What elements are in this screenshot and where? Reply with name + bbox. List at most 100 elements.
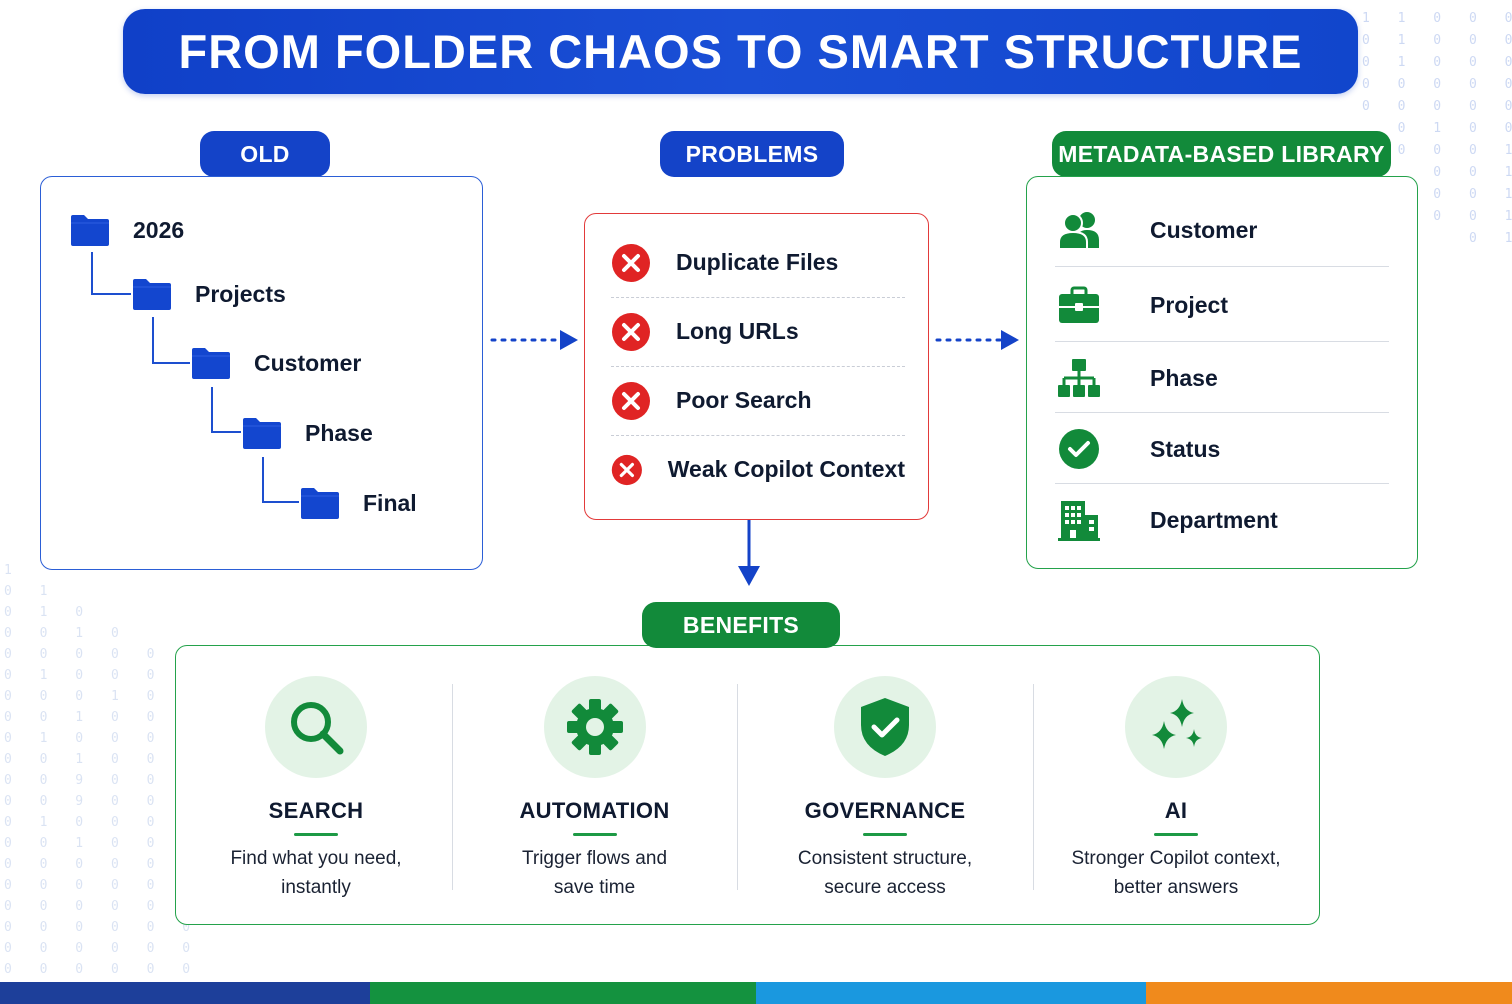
- benefit-item: SEARCH Find what you need, instantly: [176, 646, 456, 926]
- metadata-label: Customer: [1150, 216, 1258, 243]
- benefit-description: Find what you need, instantly: [230, 844, 401, 902]
- folder-icon: [71, 215, 109, 246]
- divider: [737, 684, 738, 890]
- benefit-desc-line: Consistent structure,: [797, 848, 973, 869]
- search-icon: [291, 702, 344, 755]
- tree-connector: [91, 252, 131, 295]
- metadata-library-panel: Customer Project Phase Status Department: [1026, 176, 1418, 569]
- dotted-arrow-right-icon: [935, 330, 1019, 350]
- metadata-item: Customer: [1057, 208, 1389, 252]
- benefits-label-text: BENEFITS: [682, 611, 800, 638]
- benefit-desc-line: secure access: [824, 877, 946, 898]
- tree-connector: [211, 387, 241, 433]
- folder-item: Final: [299, 486, 417, 520]
- benefit-desc-line: Find what you need,: [230, 848, 402, 869]
- tree-connector: [152, 317, 190, 364]
- problems-label-text: PROBLEMS: [685, 140, 819, 167]
- old-label: OLD: [200, 131, 330, 177]
- divider: [611, 435, 905, 436]
- benefit-underline: [1154, 833, 1198, 836]
- benefit-description: Trigger flows and save time: [522, 844, 667, 902]
- benefit-icon-circle: [1125, 676, 1227, 778]
- folder-item: Phase: [241, 416, 373, 450]
- arrow-down-icon: [738, 520, 760, 586]
- divider: [611, 297, 905, 298]
- divider: [1055, 483, 1389, 484]
- divider: [1033, 684, 1034, 890]
- benefit-description: Stronger Copilot context, better answers: [1071, 844, 1280, 902]
- page-title: FROM FOLDER CHAOS TO SMART STRUCTURE: [178, 25, 1303, 78]
- briefcase-icon: [1057, 283, 1101, 327]
- title-banner: FROM FOLDER CHAOS TO SMART STRUCTURE: [123, 9, 1358, 94]
- error-x-icon: [612, 243, 650, 282]
- divider: [1055, 266, 1389, 267]
- problems-panel: Duplicate Files Long URLs Poor Search We…: [584, 213, 929, 520]
- folder-icon: [192, 348, 230, 379]
- benefit-item: AUTOMATION Trigger flows and save time: [452, 646, 737, 926]
- shield-check-icon: [861, 698, 909, 756]
- metadata-item: Department: [1057, 498, 1389, 542]
- binary-pattern-decoration: 1 1 0 0 0 0 0 1 0 0 0 0 0 1 0 0 0 0 0 0 …: [1362, 11, 1512, 246]
- benefit-desc-line: save time: [553, 877, 636, 898]
- problem-label: Duplicate Files: [676, 249, 839, 275]
- benefit-underline: [863, 833, 907, 836]
- divider: [1055, 412, 1389, 413]
- problem-item: Weak Copilot Context: [611, 435, 905, 504]
- divider: [1055, 341, 1389, 342]
- benefit-icon-circle: [543, 676, 646, 778]
- benefits-panel: SEARCH Find what you need, instantly: [175, 645, 1320, 925]
- footer-stripe-segment: [370, 982, 756, 1004]
- error-x-icon: [612, 381, 650, 420]
- benefit-description: Consistent structure, secure access: [798, 844, 972, 902]
- folder-icon: [243, 418, 281, 449]
- metadata-label: Status: [1150, 435, 1221, 462]
- error-x-icon: [611, 454, 642, 485]
- problem-label: Poor Search: [676, 387, 812, 413]
- gear-icon: [566, 699, 623, 755]
- building-icon: [1057, 498, 1101, 542]
- benefit-icon-circle: [834, 676, 936, 778]
- metadata-label-text: METADATA-BASED LIBRARY: [1058, 140, 1385, 167]
- problem-item: Duplicate Files: [611, 228, 905, 297]
- benefit-underline: [294, 833, 338, 836]
- benefit-desc-line: Stronger Copilot context,: [1071, 848, 1281, 869]
- metadata-label: METADATA-BASED LIBRARY: [1052, 131, 1391, 177]
- sparkles-icon: [1152, 699, 1202, 749]
- footer-stripe-segment: [0, 982, 370, 1004]
- benefit-underline: [572, 833, 617, 836]
- old-label-text: OLD: [240, 140, 290, 167]
- metadata-label: Department: [1150, 506, 1278, 533]
- folder-icon: [301, 488, 339, 519]
- metadata-item: Status: [1057, 427, 1389, 471]
- benefit-desc-line: Trigger flows and: [521, 848, 668, 869]
- benefit-item: AI Stronger Copilot context, better answ…: [1033, 646, 1319, 926]
- folder-label: Final: [363, 489, 417, 516]
- folder-label: Customer: [254, 349, 362, 376]
- problem-item: Poor Search: [611, 366, 905, 435]
- benefit-icon-circle: [265, 676, 367, 778]
- benefit-title: AI: [1164, 798, 1188, 823]
- footer-stripe-segment: [756, 982, 1146, 1004]
- benefit-desc-line: better answers: [1113, 877, 1239, 898]
- folder-item: 2026: [69, 213, 184, 247]
- benefit-title: SEARCH: [268, 798, 364, 823]
- divider: [611, 366, 905, 367]
- benefit-item: GOVERNANCE Consistent structure, secure …: [737, 646, 1033, 926]
- folder-icon: [133, 279, 171, 310]
- metadata-item: Project: [1057, 283, 1389, 327]
- folder-item: Projects: [131, 277, 286, 311]
- hierarchy-icon: [1057, 356, 1101, 400]
- folder-label: Phase: [305, 419, 373, 446]
- check-circle-icon: [1057, 427, 1101, 471]
- footer-stripe-segment: [1146, 982, 1512, 1004]
- divider: [452, 684, 453, 890]
- people-icon: [1057, 208, 1101, 252]
- benefits-label: BENEFITS: [642, 602, 840, 648]
- error-x-icon: [612, 312, 650, 351]
- problem-item: Long URLs: [611, 297, 905, 366]
- problem-label: Long URLs: [676, 318, 799, 344]
- metadata-item: Phase: [1057, 356, 1389, 400]
- folder-label: 2026: [133, 216, 185, 243]
- folder-item: Customer: [190, 346, 361, 380]
- benefit-title: GOVERNANCE: [804, 798, 966, 823]
